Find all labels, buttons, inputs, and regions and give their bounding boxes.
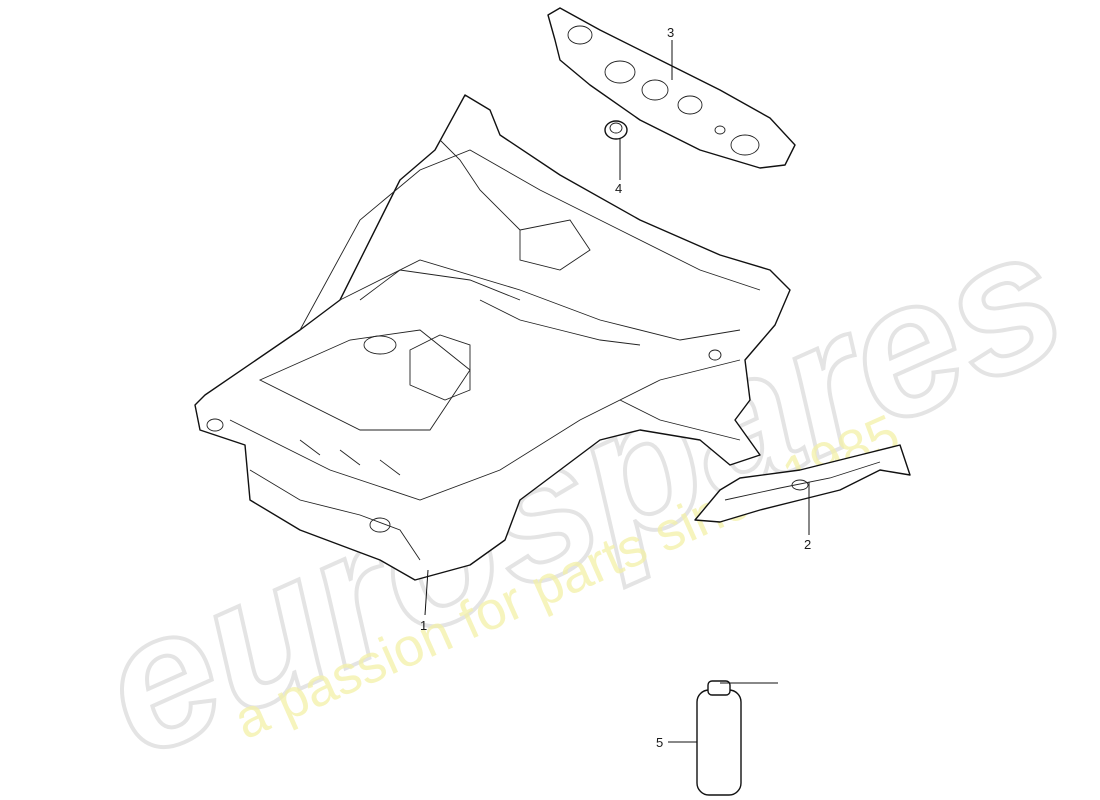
callout-1: 1 <box>420 618 427 633</box>
side-member-panel-illustration <box>694 444 911 523</box>
bulkhead-panel-illustration <box>547 7 796 169</box>
spray-can-illustration <box>696 680 778 796</box>
leader-line-1 <box>424 569 429 616</box>
callout-3: 3 <box>667 25 674 40</box>
callout-5: 5 <box>656 735 663 750</box>
front-body-section-illustration <box>194 94 791 581</box>
callout-2: 2 <box>804 537 811 552</box>
grommet-illustration <box>604 120 628 140</box>
callout-4: 4 <box>615 181 622 196</box>
